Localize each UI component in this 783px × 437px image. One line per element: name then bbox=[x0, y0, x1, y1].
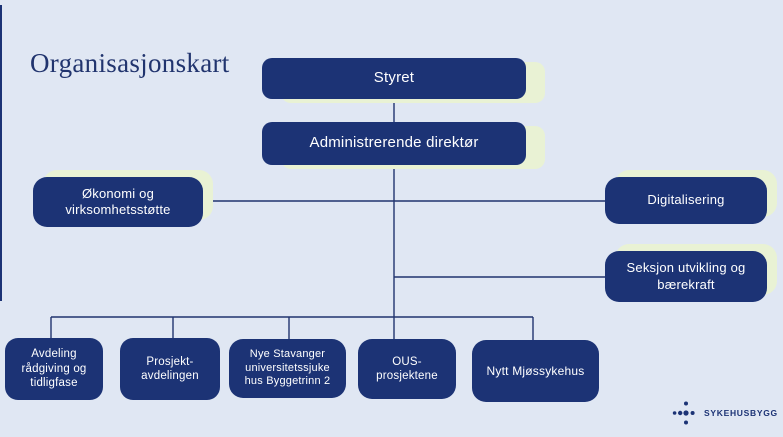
org-box-nye-stavanger-universitetssjukehus: Nye Stavanger universitetssjuke hus Bygg… bbox=[229, 339, 346, 398]
org-box-administrerende-direktor: Administrerende direktør bbox=[262, 122, 526, 165]
org-box-avdeling-radgiving-og-tidligfase: Avdeling rådgiving og tidligfase bbox=[5, 338, 103, 400]
page-title: Organisasjonskart bbox=[30, 48, 230, 78]
org-box-seksjon-utvikling-og-baerekraft: Seksjon utvikling og bærekraft bbox=[605, 251, 767, 302]
org-box-prosjektavdelingen: Prosjekt- avdelingen bbox=[120, 338, 220, 400]
org-box-nytt-mjossykehus: Nytt Mjøssykehus bbox=[472, 340, 599, 402]
left-edge-accent bbox=[0, 5, 2, 301]
sykehusbygg-logo: SYKEHUSBYGG bbox=[672, 399, 778, 427]
org-box-okonomi-og-virksomhetsstotte: Økonomi og virksomhetsstøtte bbox=[33, 177, 203, 227]
logo-dots-icon bbox=[672, 401, 695, 425]
logo-text: SYKEHUSBYGG bbox=[704, 408, 778, 418]
org-box-ous-prosjektene: OUS- prosjektene bbox=[358, 339, 456, 399]
org-box-styret: Styret bbox=[262, 58, 526, 99]
org-box-digitalisering: Digitalisering bbox=[605, 177, 767, 224]
